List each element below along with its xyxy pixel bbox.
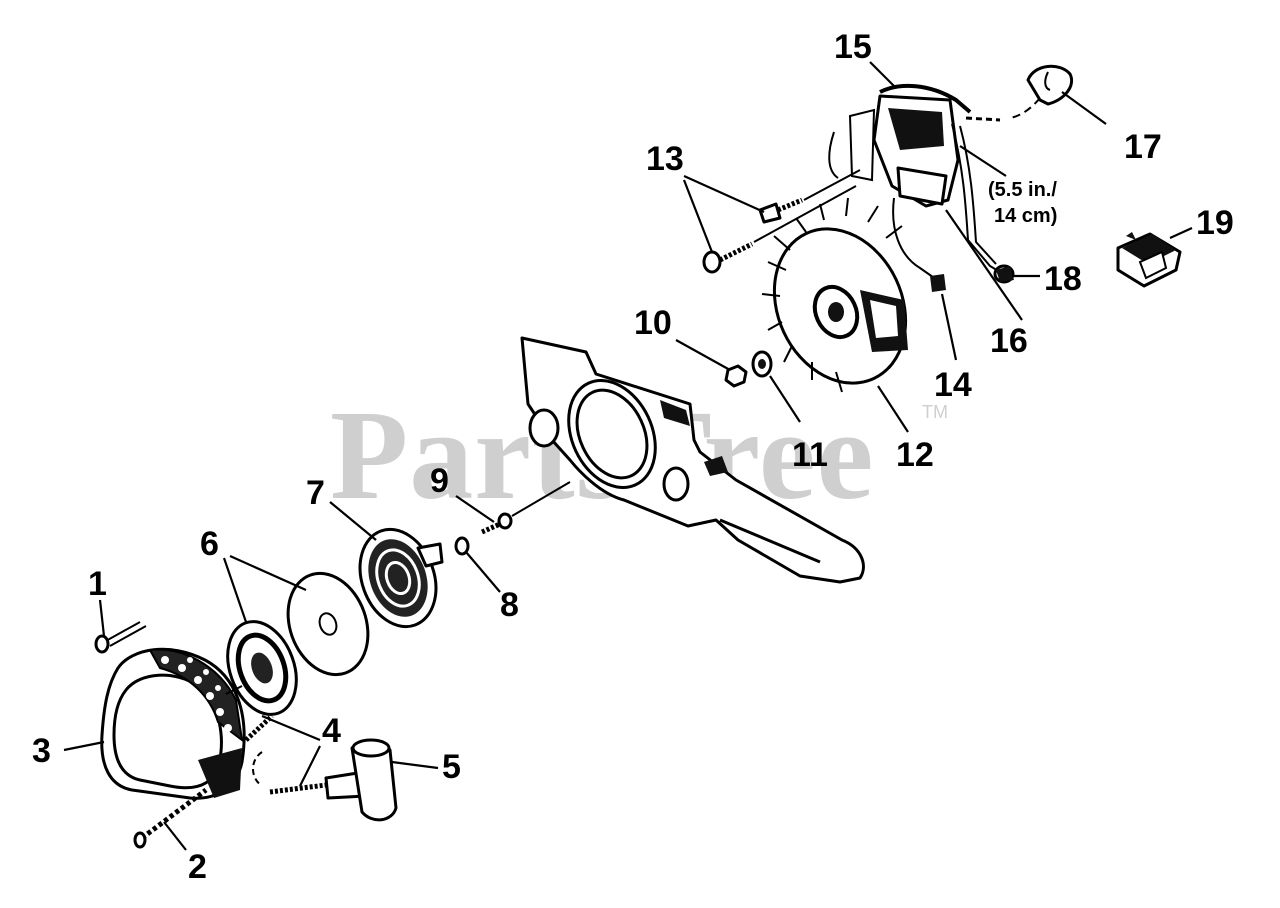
callout-13: 13 bbox=[646, 140, 684, 178]
part-ignition-module bbox=[828, 83, 1001, 283]
part-screw-2 bbox=[133, 788, 208, 849]
part-engine-housing bbox=[520, 336, 865, 584]
callout-19: 19 bbox=[1196, 204, 1234, 242]
callout-1: 1 bbox=[88, 565, 107, 603]
part-screw-9 bbox=[480, 512, 513, 535]
callout-9: 9 bbox=[430, 462, 449, 500]
part-switch bbox=[1116, 232, 1182, 288]
part-pulley bbox=[226, 620, 298, 716]
callout-14: 14 bbox=[934, 366, 972, 404]
watermark-trademark: TM bbox=[922, 402, 948, 422]
part-starter-handle bbox=[324, 738, 398, 822]
part-flywheel bbox=[761, 197, 908, 393]
callout-6: 6 bbox=[200, 525, 219, 563]
lead-length-note: (5.5 in./ 14 cm) bbox=[988, 179, 1057, 227]
callout-18: 18 bbox=[1044, 260, 1082, 298]
callout-10: 10 bbox=[634, 304, 672, 342]
assembly-line-pulley bbox=[225, 685, 243, 695]
callout-2: 2 bbox=[188, 848, 207, 886]
callout-16: 16 bbox=[990, 322, 1028, 360]
part-clip-14 bbox=[930, 274, 946, 292]
callout-15: 15 bbox=[834, 28, 872, 66]
leader-lines bbox=[63, 61, 1193, 851]
callout-7: 7 bbox=[306, 474, 325, 512]
callout-8: 8 bbox=[500, 586, 519, 624]
assembly-line-spring bbox=[511, 481, 571, 517]
callout-labels: 1 2 3 4 5 6 7 8 9 10 11 12 13 14 15 16 1… bbox=[32, 28, 1234, 886]
part-starter-housing bbox=[100, 647, 246, 800]
callout-3: 3 bbox=[32, 732, 51, 770]
callout-11: 11 bbox=[792, 436, 828, 474]
part-screw-1 bbox=[94, 621, 147, 654]
note-line-2: 14 cm) bbox=[994, 205, 1057, 227]
note-line-1: (5.5 in./ bbox=[988, 179, 1057, 201]
callout-5: 5 bbox=[442, 748, 461, 786]
part-washer-8 bbox=[454, 536, 470, 556]
part-rewind-spring bbox=[358, 527, 444, 629]
part-nut-10 bbox=[724, 364, 748, 388]
callout-4: 4 bbox=[322, 712, 341, 750]
part-plate bbox=[286, 571, 370, 677]
part-starter-rope bbox=[244, 714, 335, 795]
callout-17: 17 bbox=[1124, 128, 1162, 166]
part-screws-13 bbox=[702, 169, 861, 274]
part-terminal-18 bbox=[993, 264, 1015, 284]
part-spark-plug-boot bbox=[1009, 64, 1073, 119]
part-washer-11 bbox=[751, 350, 773, 378]
callout-12: 12 bbox=[896, 436, 934, 474]
